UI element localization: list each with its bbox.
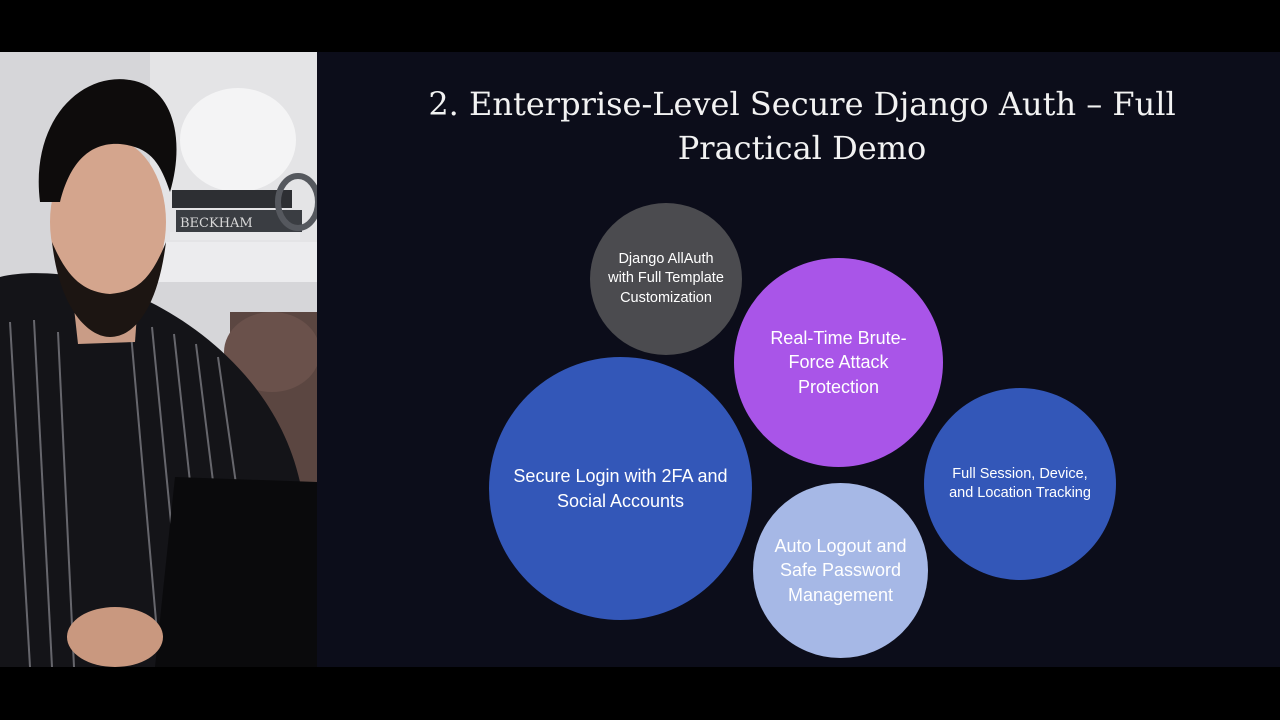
bubble-secure-login-2fa: Secure Login with 2FA and Social Account… bbox=[489, 357, 752, 620]
bubble-session-tracking: Full Session, Device, and Location Track… bbox=[924, 388, 1116, 580]
presentation-slide: 2. Enterprise-Level Secure Django Auth –… bbox=[317, 52, 1280, 667]
book-spine-text: BECKHAM bbox=[180, 216, 253, 231]
bubble-auto-logout: Auto Logout and Safe Password Management bbox=[753, 483, 928, 658]
bubble-label: Auto Logout and Safe Password Management bbox=[774, 535, 907, 605]
bubble-label: Real-Time Brute-Force Attack Protection bbox=[770, 327, 907, 397]
presenter-illustration: BECKHAM bbox=[0, 52, 317, 667]
bubble-label: Django AllAuth with Full Template Custom… bbox=[608, 250, 724, 306]
bubble-label: Secure Login with 2FA and Social Account… bbox=[513, 466, 728, 511]
bubble-allauth-customization: Django AllAuth with Full Template Custom… bbox=[590, 203, 742, 355]
slide-title: 2. Enterprise-Level Secure Django Auth –… bbox=[428, 85, 1176, 167]
bubble-label: Full Session, Device, and Location Track… bbox=[949, 465, 1091, 502]
bubble-brute-force-protection: Real-Time Brute-Force Attack Protection bbox=[734, 258, 943, 467]
video-content: BECKHAM bbox=[0, 52, 1280, 667]
presenter-webcam: BECKHAM bbox=[0, 52, 317, 667]
